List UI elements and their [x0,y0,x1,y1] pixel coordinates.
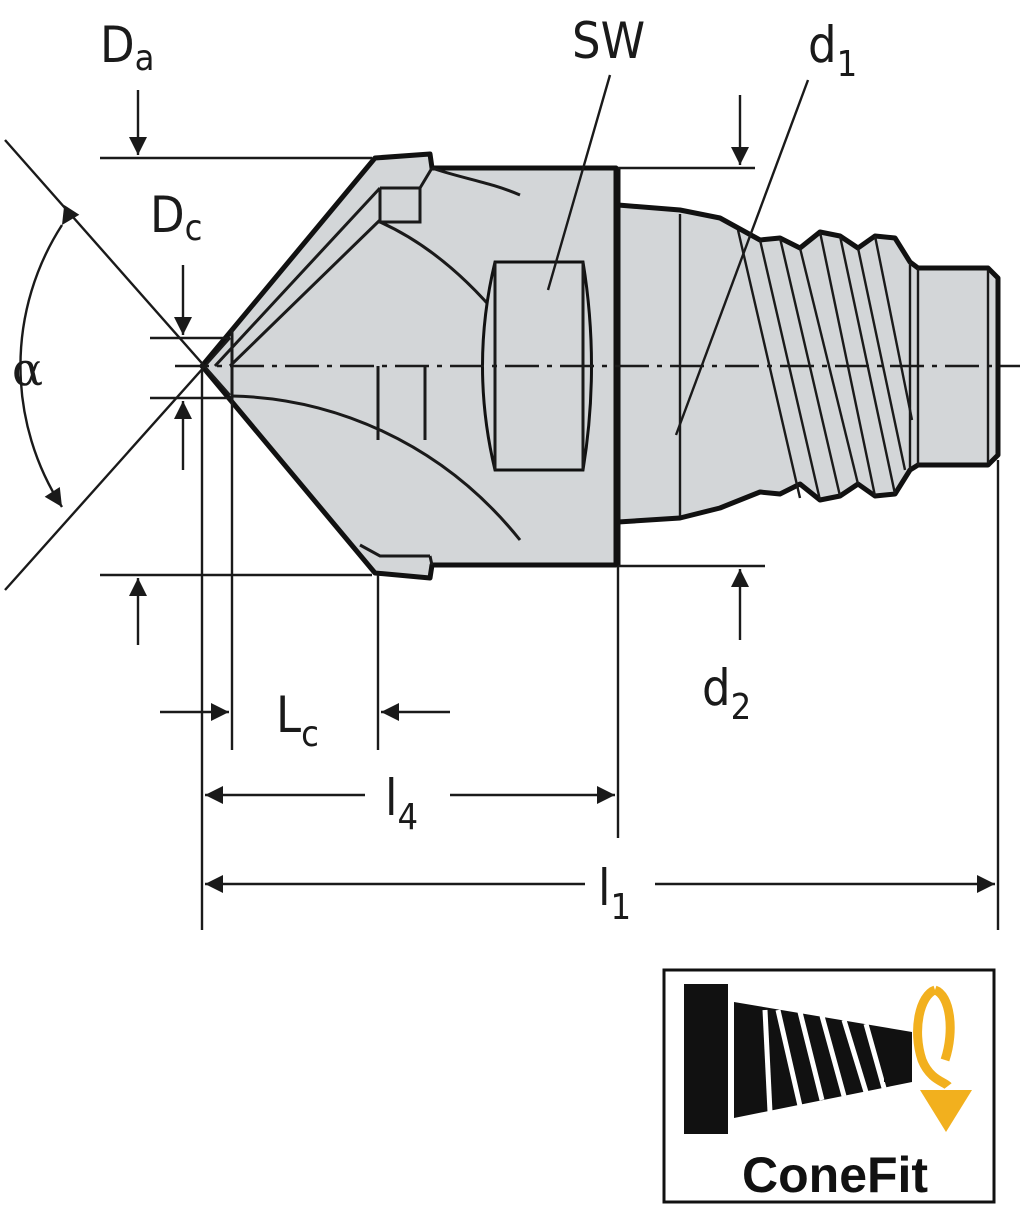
label-da: Da [100,16,155,79]
leaders [546,74,810,436]
label-d1: d1 [808,16,857,85]
label-dc: Dc [150,186,202,249]
conefit-logo: ConeFit [662,968,996,1204]
label-lc: Lc [276,686,319,755]
conefit-label: ConeFit [742,1147,928,1203]
alpha-construction [4,139,231,591]
d2-dimension [618,95,765,640]
dc-dimension [150,265,230,470]
cutting-edges [213,166,522,566]
label-l4: l4 [385,769,418,838]
rotation-arrow-icon [913,985,972,1132]
label-sw: SW [572,12,645,70]
extension-lines [200,370,1000,930]
label-d2: d2 [702,659,751,728]
label-alpha: α [12,342,43,396]
conefit-shank-icon [684,984,912,1134]
label-l1: l1 [598,859,631,928]
da-dimension [100,90,372,645]
thread-lines [678,214,990,516]
